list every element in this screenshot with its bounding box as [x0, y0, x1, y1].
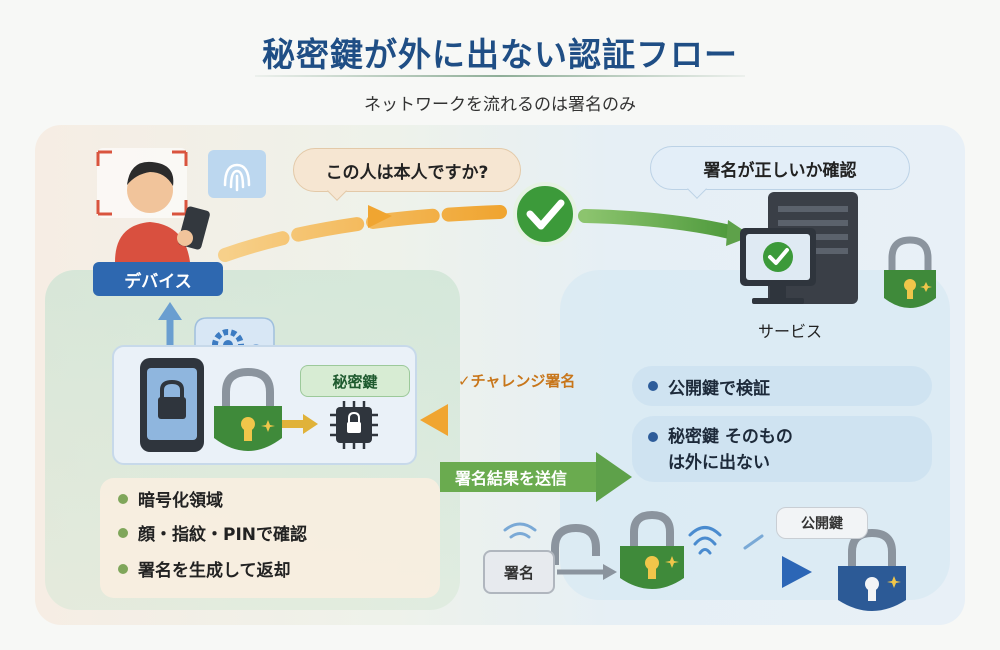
key-transfer-arrow	[282, 414, 318, 434]
fingerprint-icon	[208, 150, 266, 198]
secret-note-line: は外に出ない	[648, 450, 932, 476]
up-arrow-icon	[158, 302, 182, 345]
feature-text: 署名を生成して返却	[138, 561, 291, 581]
secret-note: 秘密鍵 そのもの は外に出ない	[632, 416, 932, 482]
feature-text: 顔・指紋・PINで確認	[138, 525, 308, 545]
device-feature-list	[100, 478, 440, 598]
verified-arrow	[578, 209, 752, 246]
bullet-dot	[118, 493, 128, 504]
challenge-text: チャレンジ署名	[470, 372, 576, 390]
feature-item: 暗号化領域	[118, 486, 223, 511]
signature-box: 署名	[483, 550, 555, 594]
smartphone-icon	[140, 358, 204, 452]
verify-lock-icon	[620, 510, 684, 589]
secret-key-label: 秘密鍵	[300, 365, 410, 397]
server-icon	[740, 192, 858, 304]
page-subtitle: ネットワークを流れるのは署名のみ	[364, 95, 636, 115]
signal-icon	[503, 522, 537, 539]
challenge-label: ✓チャレンジ署名	[458, 372, 576, 390]
verify-note: 公開鍵で検証	[632, 366, 932, 406]
secret-note-text-1: 秘密鍵 そのもの	[668, 427, 793, 447]
signature-arrow	[557, 564, 617, 580]
bullet-dot	[118, 527, 128, 538]
device-label: デバイス	[93, 262, 223, 296]
secret-note-line: 秘密鍵 そのもの	[648, 424, 932, 450]
title-divider	[255, 75, 745, 77]
public-key-tag: 公開鍵	[776, 507, 868, 539]
bullet-dot	[118, 563, 128, 574]
user-avatar-icon	[96, 148, 210, 262]
challenge-arrow	[420, 404, 637, 436]
verify-note-text: 公開鍵で検証	[668, 378, 770, 399]
feature-item: 署名を生成して返却	[118, 556, 291, 581]
send-result-arrow	[440, 452, 632, 502]
service-label: サービス	[757, 322, 822, 341]
feature-item: 顔・指紋・PINで確認	[118, 520, 307, 545]
public-key-arrow	[690, 556, 812, 588]
page-title: 秘密鍵が外に出ない認証フロー	[262, 35, 738, 74]
request-arrow	[218, 205, 507, 262]
bullet-dot	[648, 432, 658, 442]
check-icon	[513, 182, 577, 246]
device-lock-icon	[214, 367, 282, 451]
send-result-label: 署名結果を送信	[455, 469, 568, 488]
chip-icon	[330, 401, 378, 449]
service-lock-icon	[884, 236, 936, 308]
wave-icon	[688, 526, 764, 555]
bullet-dot	[648, 381, 658, 391]
identity-question-bubble: この人は本人ですか?	[293, 148, 521, 192]
open-padlock-icon	[551, 523, 600, 565]
public-lock-icon	[838, 528, 906, 611]
secret-note-text-2: は外に出ない	[668, 453, 770, 473]
feature-text: 暗号化領域	[138, 491, 223, 511]
